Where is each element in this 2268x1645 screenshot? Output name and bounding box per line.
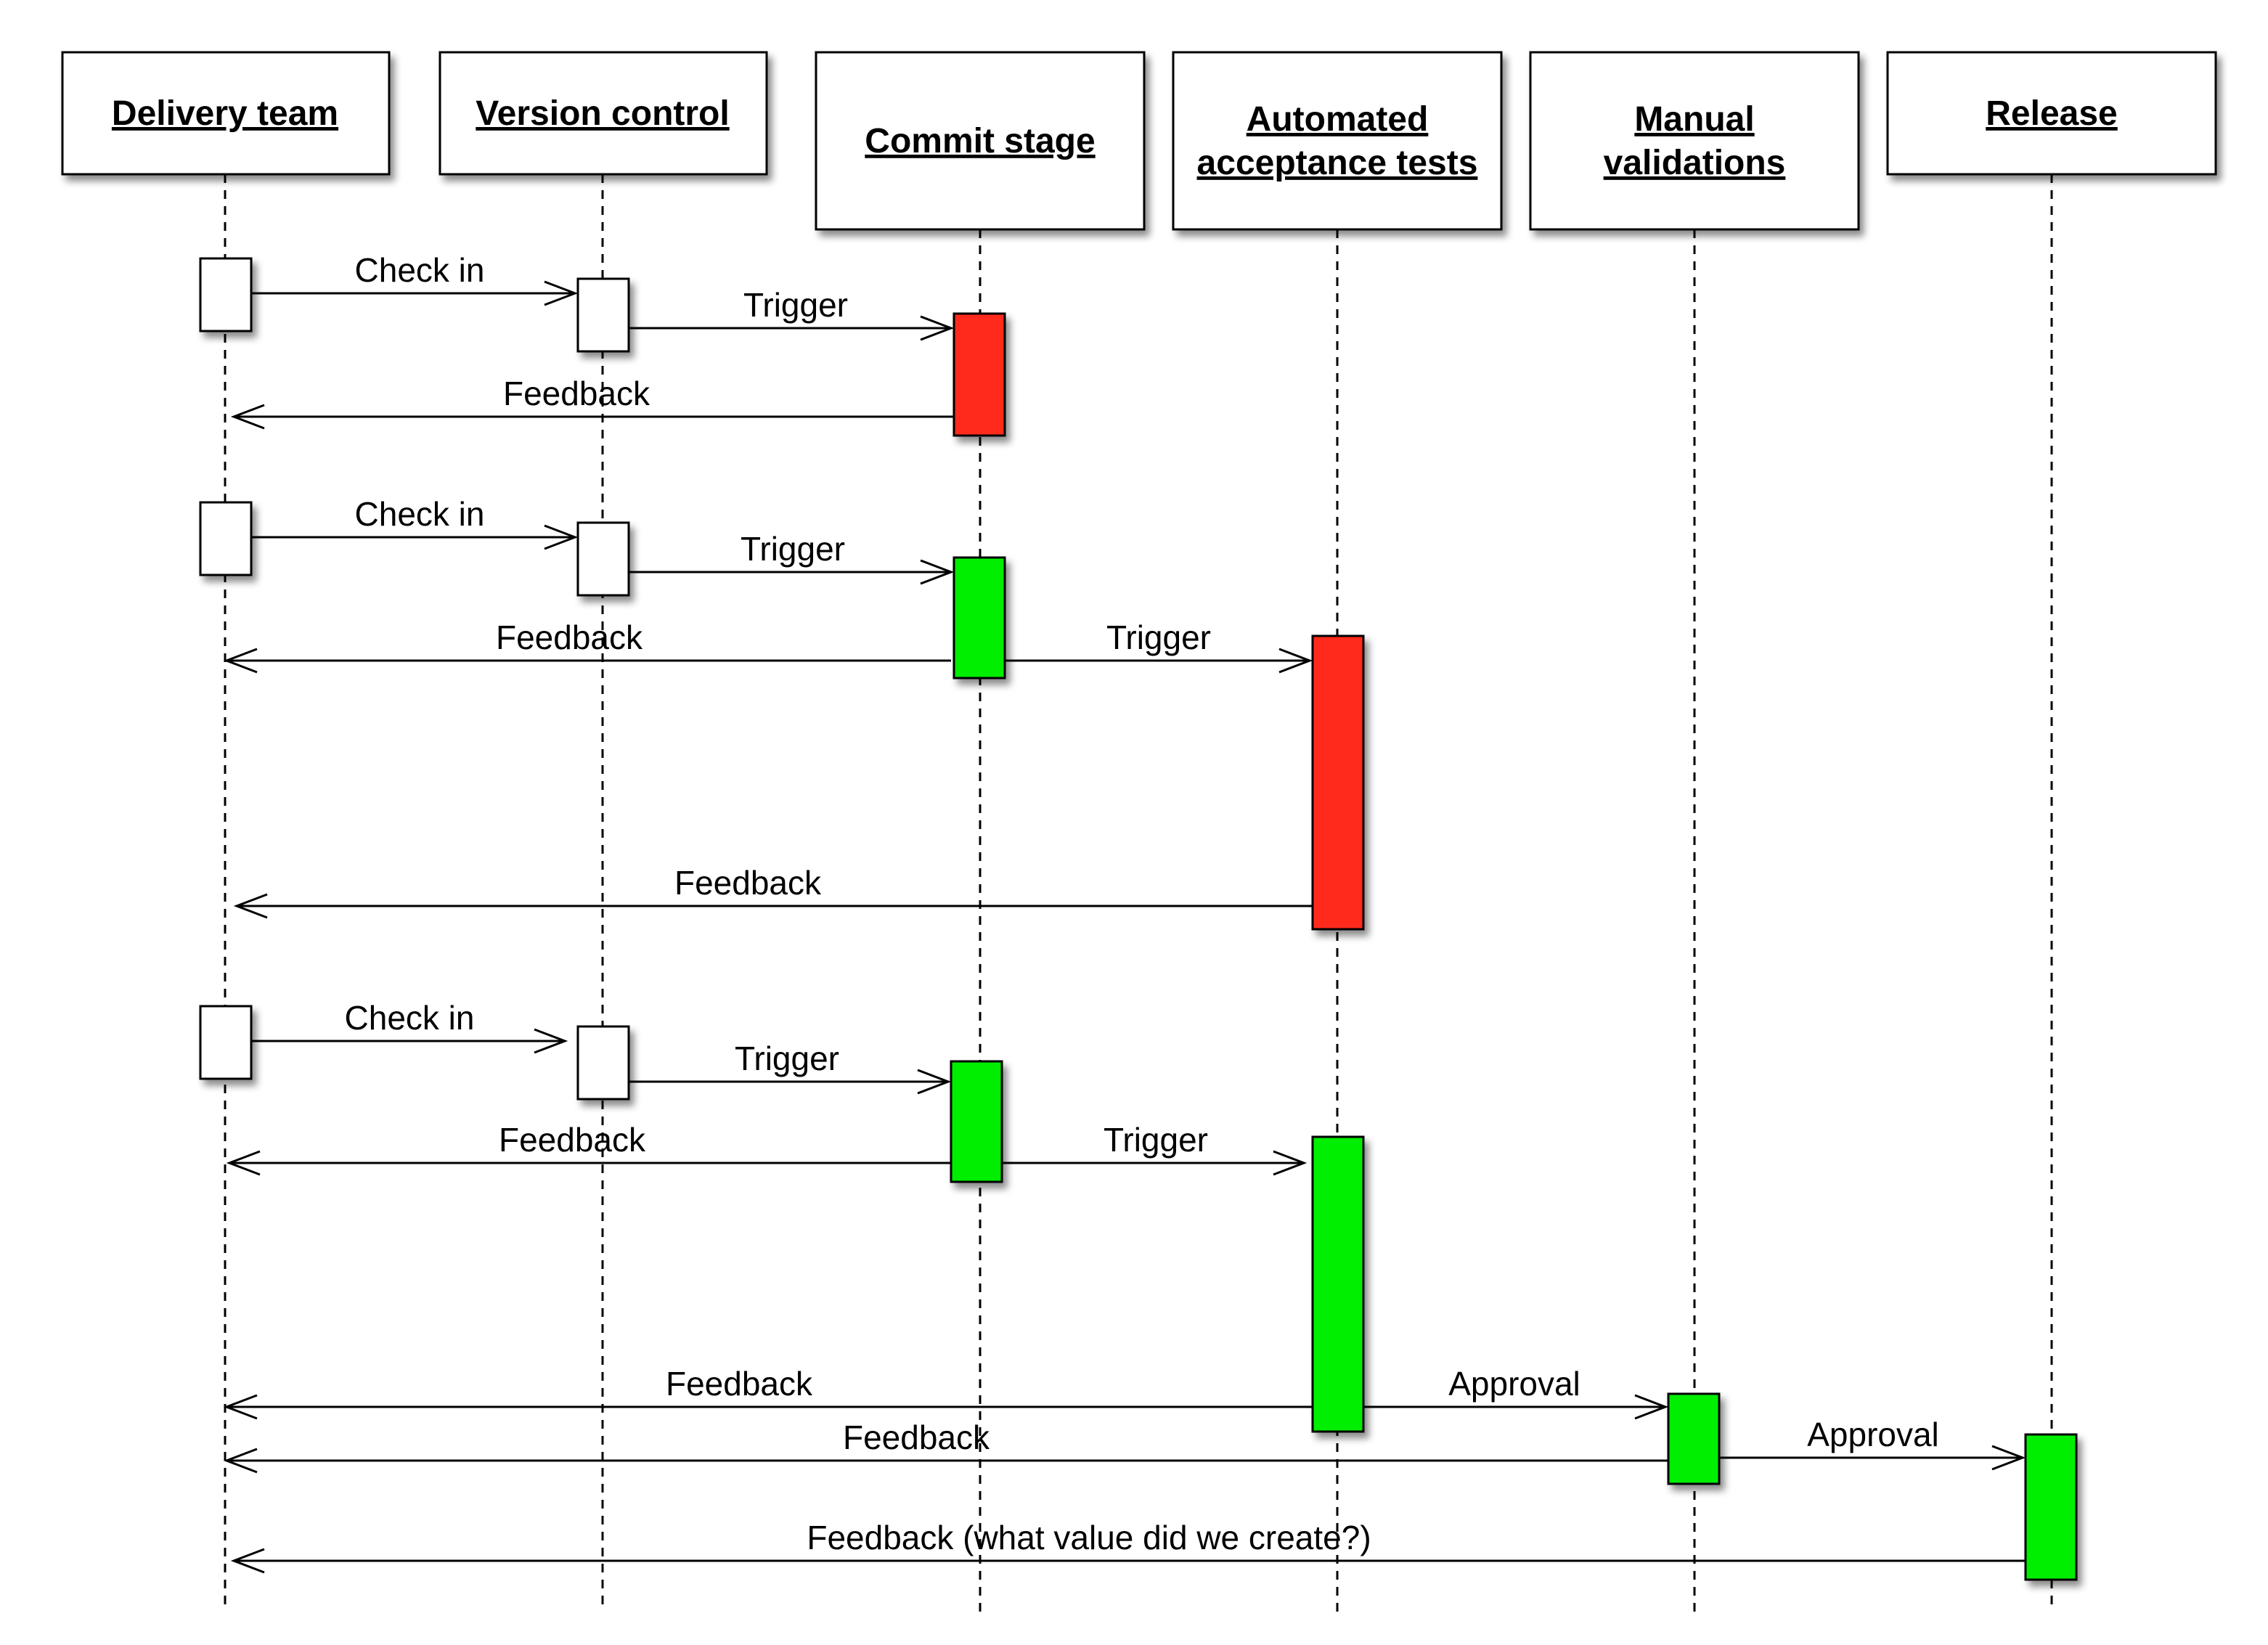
message-label: Feedback — [499, 1121, 646, 1159]
participant-label: validations — [1604, 144, 1786, 182]
activation-delivery-neutral — [199, 1005, 253, 1080]
arrowhead-icon — [223, 1448, 258, 1474]
message-label: Trigger — [1106, 619, 1211, 656]
message-arrow: Feedback — [223, 1365, 1313, 1420]
message-arrow: Feedback — [223, 1419, 1668, 1474]
participant-label: Manual — [1634, 100, 1754, 139]
message-arrow: Feedback — [233, 864, 1313, 919]
participant-box — [1529, 51, 1860, 231]
arrowhead-icon — [920, 315, 955, 341]
message-label: Check in — [355, 251, 485, 289]
message-label: Check in — [345, 999, 475, 1037]
participant-manual: Manual validations — [1529, 51, 1860, 231]
message-label: Trigger — [1104, 1121, 1208, 1159]
message-arrow: Feedback — [226, 1121, 951, 1176]
activation-commit-pass — [950, 1060, 1003, 1183]
activation-delivery-neutral — [199, 257, 253, 332]
activation-commit-pass — [953, 556, 1006, 679]
participant-label: Release — [1986, 94, 2117, 133]
arrowhead-icon — [1273, 1150, 1308, 1176]
message-arrow: Check in — [244, 999, 568, 1054]
participant-vcs: Version control — [438, 51, 768, 176]
participant-box — [815, 51, 1146, 231]
activation-acceptance-pass — [1311, 1135, 1365, 1433]
message-arrow: Trigger — [629, 1040, 952, 1095]
participant-label: Delivery team — [112, 94, 338, 133]
participant-box — [438, 51, 768, 176]
message-arrow: Trigger — [1005, 619, 1313, 674]
participant-release: Release — [1886, 51, 2217, 176]
message-arrow: Feedback — [223, 619, 951, 674]
participant-acceptance: Automated acceptance tests — [1172, 51, 1503, 231]
message-arrow: Check in — [251, 251, 579, 306]
message-label: Feedback — [843, 1419, 990, 1456]
message-label: Feedback (what value did we create?) — [807, 1519, 1371, 1556]
activation-acceptance-fail — [1311, 634, 1365, 931]
message-label: Feedback — [496, 619, 643, 656]
activation-vcs-neutral — [576, 521, 630, 597]
arrowhead-icon — [920, 559, 955, 585]
participant-label: Version control — [476, 94, 729, 133]
message-arrow: Trigger — [629, 286, 955, 341]
arrowhead-icon — [1991, 1445, 2026, 1471]
arrowhead-icon — [223, 648, 258, 674]
activation-release-pass — [2024, 1433, 2078, 1581]
arrowhead-icon — [230, 404, 265, 430]
message-label: Trigger — [741, 530, 845, 568]
arrowhead-icon — [544, 524, 579, 550]
participant-commit: Commit stage — [815, 51, 1146, 231]
participant-label: Commit stage — [865, 122, 1095, 160]
arrowhead-icon — [1634, 1394, 1669, 1420]
message-label: Check in — [355, 495, 485, 533]
activation-manual-pass — [1667, 1392, 1721, 1485]
activation-vcs-neutral — [576, 1025, 630, 1101]
activation-commit-fail — [953, 312, 1006, 437]
activation-delivery-neutral — [199, 501, 253, 576]
participant-label: Automated — [1247, 100, 1429, 139]
participant-delivery: Delivery team — [61, 51, 391, 176]
participant-box — [61, 51, 391, 176]
message-arrow: Trigger — [629, 530, 955, 585]
message-arrow: Approval — [1363, 1365, 1669, 1420]
message-label: Trigger — [735, 1040, 839, 1077]
message-arrow: Trigger — [1002, 1121, 1308, 1176]
participant-label: acceptance tests — [1197, 144, 1478, 182]
participant-box — [1172, 51, 1503, 231]
arrowhead-icon — [1278, 648, 1313, 674]
message-label: Feedback — [674, 864, 822, 902]
arrowhead-icon — [534, 1028, 568, 1054]
arrowhead-icon — [233, 893, 268, 919]
message-arrow: Feedback (what value did we create?) — [230, 1519, 2026, 1574]
message-arrow: Check in — [251, 495, 579, 550]
arrowhead-icon — [223, 1394, 258, 1420]
arrowhead-icon — [230, 1548, 265, 1574]
message-arrow: Approval — [1719, 1416, 2026, 1471]
message-label: Feedback — [503, 375, 650, 412]
arrowhead-icon — [917, 1069, 952, 1095]
message-label: Approval — [1448, 1365, 1580, 1403]
arrowhead-icon — [226, 1150, 261, 1176]
message-label: Feedback — [666, 1365, 813, 1403]
participant-box — [1886, 51, 2217, 176]
message-arrow: Feedback — [230, 375, 954, 430]
message-label: Approval — [1807, 1416, 1939, 1453]
activation-vcs-neutral — [576, 277, 630, 353]
message-label: Trigger — [743, 286, 848, 324]
arrowhead-icon — [544, 280, 579, 306]
